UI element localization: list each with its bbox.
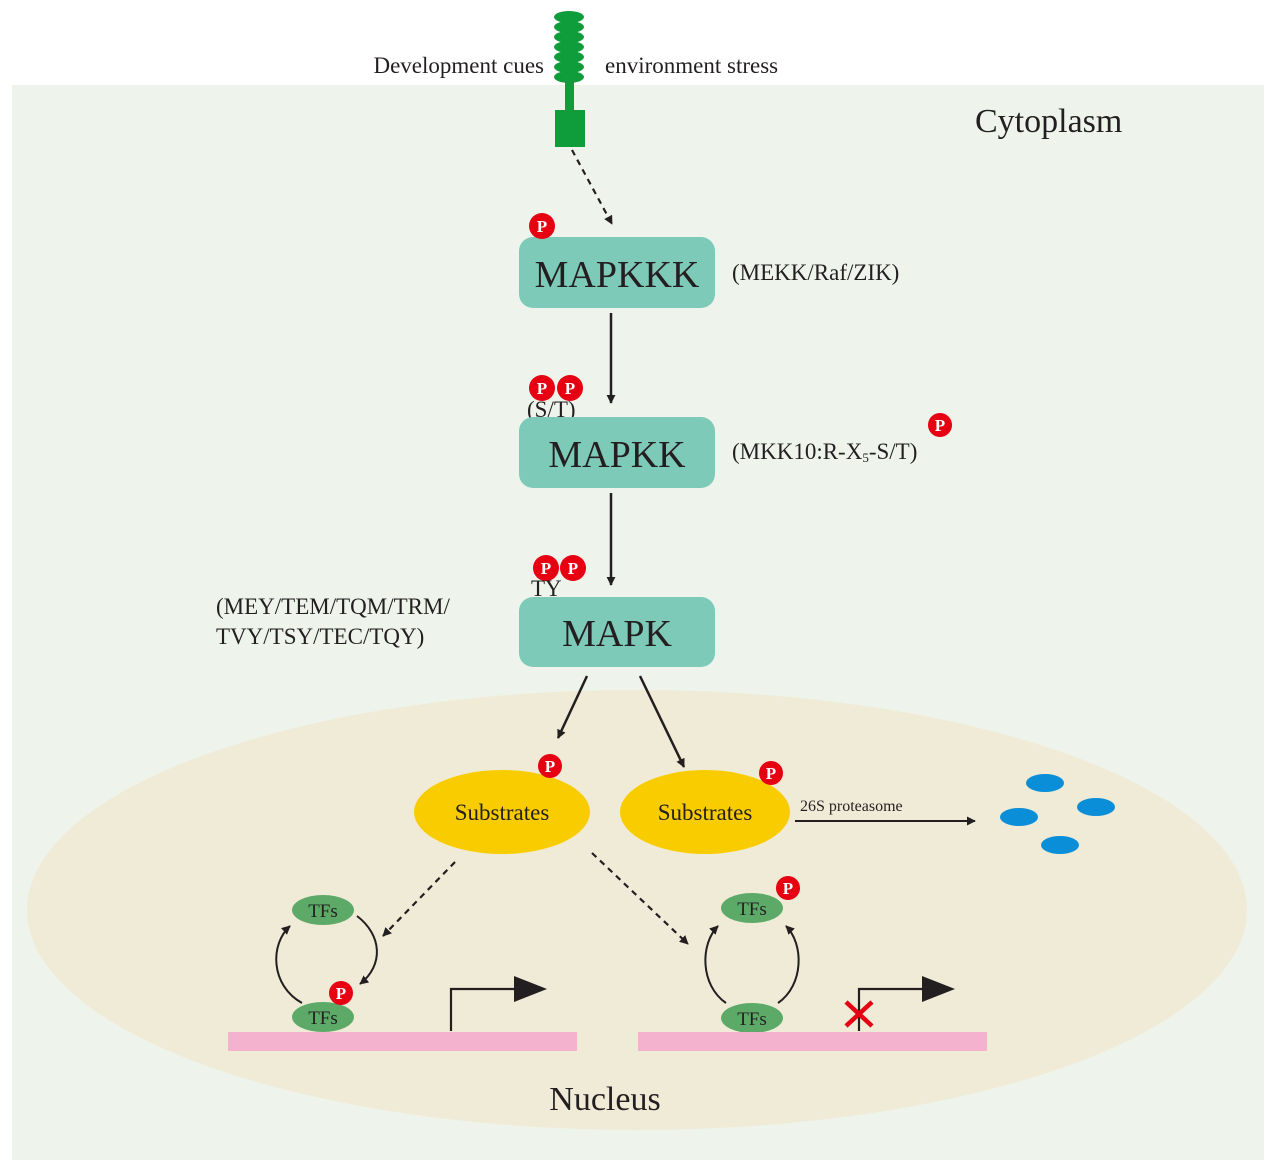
- svg-text:P: P: [565, 379, 575, 398]
- phospho-tf-right-icon: P: [776, 876, 800, 900]
- mapk-motifs-line1: (MEY/TEM/TQM/TRM/: [216, 594, 450, 619]
- phospho-substrate-left-icon: P: [538, 754, 562, 778]
- mapkkk-annotation: (MEKK/Raf/ZIK): [732, 260, 899, 285]
- substrate-left-label: Substrates: [455, 800, 550, 825]
- phospho-substrate-right-icon: P: [759, 761, 783, 785]
- phospho-mapkk-icon-1: P: [529, 375, 555, 401]
- transcription-arrow-left-head: [514, 976, 547, 1002]
- dna-strand-right: [638, 1032, 987, 1051]
- nucleus-label: Nucleus: [549, 1081, 660, 1118]
- svg-text:P: P: [336, 984, 346, 1003]
- substrate-right-label: Substrates: [658, 800, 753, 825]
- tf-right-top: [721, 893, 783, 923]
- mapk-site-label: TY: [531, 576, 562, 601]
- phospho-mapk-icon-2: P: [560, 555, 586, 581]
- tf-cycle-right-up-left: [704, 925, 727, 1004]
- tf-left-bottom: [292, 1002, 354, 1032]
- tf-cycle-right-up-right: [777, 925, 800, 1004]
- mapk-motifs-line2: TVY/TSY/TEC/TQY): [216, 624, 424, 649]
- dashed-arrow-right-tf: [591, 852, 689, 945]
- tf-left-bottom-label: TFs: [308, 1008, 338, 1029]
- blocked-cross-icon: [844, 1000, 874, 1028]
- svg-text:P: P: [545, 757, 555, 776]
- svg-text:P: P: [783, 879, 793, 898]
- mapkk-annotation: (MKK10:R-X5-S/T): [732, 439, 917, 465]
- mapkk-box: [519, 417, 715, 488]
- phospho-tf-left-icon: P: [329, 981, 353, 1005]
- mapkk-label: MAPKK: [548, 434, 686, 476]
- signal-arrow-dashed: [571, 149, 613, 225]
- substrate-left: [414, 770, 590, 854]
- proteasome-label: 26S proteasome: [800, 798, 903, 815]
- tf-cycle-left-down: [356, 915, 378, 985]
- phospho-mapkkk-icon: P: [529, 213, 555, 239]
- arrow-mapk-substrate-right: [638, 675, 686, 768]
- phospho-mapk-icon-1: P: [533, 555, 559, 581]
- dna-strand-left: [228, 1032, 577, 1051]
- stimulus-left-label: Development cues: [373, 53, 544, 78]
- nucleus-region: [27, 690, 1247, 1130]
- phospho-mapkk-icon-2: P: [557, 375, 583, 401]
- svg-text:P: P: [568, 559, 578, 578]
- svg-text:P: P: [935, 416, 945, 435]
- tf-cycle-left-up: [275, 925, 303, 1004]
- tf-right-top-label: TFs: [737, 899, 767, 920]
- svg-text:P: P: [537, 379, 547, 398]
- cytoplasm-label: Cytoplasm: [975, 103, 1122, 140]
- transcription-arrow-left: [449, 987, 527, 1031]
- tf-right-bottom-label: TFs: [737, 1009, 767, 1030]
- receptor-icon: [554, 11, 585, 147]
- svg-text:P: P: [766, 764, 776, 783]
- tf-left-top: [292, 895, 354, 925]
- svg-text:P: P: [537, 217, 547, 236]
- substrate-right: [620, 770, 790, 854]
- mapkkk-label: MAPKKK: [535, 254, 700, 296]
- svg-text:P: P: [541, 559, 551, 578]
- mapkk-annotation-subscript: 5: [862, 450, 869, 465]
- transcription-arrow-right-head: [922, 976, 955, 1002]
- mapk-box: [519, 597, 715, 667]
- arrow-mapk-substrate-left: [556, 675, 589, 739]
- stimulus-right-label: environment stress: [605, 53, 778, 78]
- mapk-label: MAPK: [562, 613, 672, 655]
- tf-left-top-label: TFs: [308, 901, 338, 922]
- tf-right-bottom: [721, 1003, 783, 1033]
- phospho-mapkk-annotation-icon: P: [928, 413, 952, 437]
- degraded-fragments-icon: [1000, 774, 1115, 854]
- mapkkk-box: [519, 237, 715, 308]
